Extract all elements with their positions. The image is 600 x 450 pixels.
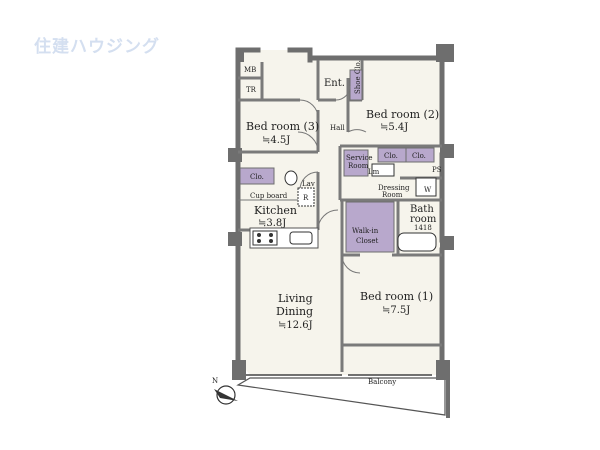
tr-label: TR — [246, 86, 257, 94]
bedroom2-name: Bed room (2) — [366, 108, 439, 121]
w-label: W — [424, 186, 432, 194]
bath-line1: Bath — [410, 204, 434, 215]
clo-bedroom2b-label: Clo. — [412, 152, 426, 160]
compass-label: N — [212, 377, 218, 385]
hall-label: Hall — [330, 124, 346, 132]
column — [232, 360, 246, 380]
doors — [297, 85, 367, 274]
refrigerator-label: R — [303, 194, 309, 202]
closet-bedroom2-b — [405, 147, 435, 163]
living-line1: Living — [278, 292, 313, 305]
bedroom2-size: ≒5.4J — [380, 122, 408, 133]
column — [440, 144, 454, 158]
living-line2: Dining — [276, 305, 313, 318]
walkin-line2: Closet — [356, 237, 379, 245]
walkin-closet-area — [345, 201, 395, 253]
column — [228, 232, 242, 246]
refrigerator-box — [297, 187, 315, 207]
bedroom1-name: Bed room (1) — [360, 290, 433, 303]
kitchen-size: ≒3.8J — [258, 218, 286, 229]
watermark-logo: 住建ハウジング — [34, 37, 160, 57]
shoe-closet — [349, 69, 363, 101]
clo-bedroom3-label: Clo. — [250, 173, 264, 181]
ps-label: PS — [432, 166, 442, 174]
stove-icon — [252, 230, 278, 246]
service-room-line2: Room — [348, 162, 369, 170]
column — [440, 236, 454, 250]
dressing-line2: Room — [382, 191, 403, 199]
bath-size: 1418 — [414, 224, 432, 232]
outer-walls — [235, 47, 445, 375]
lm-label: Lm — [368, 168, 380, 176]
column — [236, 48, 244, 62]
dressing-line1: Dressing — [378, 184, 410, 192]
bath-line2: room — [410, 214, 437, 225]
mb-label: MB — [244, 66, 256, 74]
bedroom3-size: ≒4.5J — [262, 135, 290, 146]
column — [228, 148, 242, 162]
bedroom3-name: Bed room (3) — [246, 120, 319, 133]
walkin-line1: Walk-in — [352, 227, 379, 235]
closet-bedroom3 — [239, 167, 275, 185]
living-size: ≒12.6J — [278, 320, 313, 331]
entrance-label: Ent. — [324, 78, 345, 89]
toilet-icon — [284, 170, 298, 186]
balcony-area — [236, 377, 446, 416]
service-room-line1: Service — [346, 154, 373, 162]
balcony-label: Balcony — [368, 378, 396, 386]
column — [436, 44, 454, 62]
shoe-closet-label: Shoe Clo. — [354, 60, 362, 94]
closet-service-room — [343, 149, 369, 177]
washbasin-icon — [371, 163, 395, 177]
lav-label: Lav — [302, 180, 315, 188]
bathtub-icon — [397, 232, 437, 252]
cupboard-label: Cup board — [250, 192, 288, 200]
bedroom1-size: ≒7.5J — [382, 305, 410, 316]
clo-bedroom2a-label: Clo. — [384, 152, 398, 160]
floor-area — [238, 50, 440, 375]
sink-icon — [289, 231, 313, 245]
washer-icon — [415, 177, 437, 197]
kitchen-name: Kitchen — [254, 204, 297, 217]
column — [436, 360, 450, 380]
compass-icon: N — [212, 377, 238, 405]
